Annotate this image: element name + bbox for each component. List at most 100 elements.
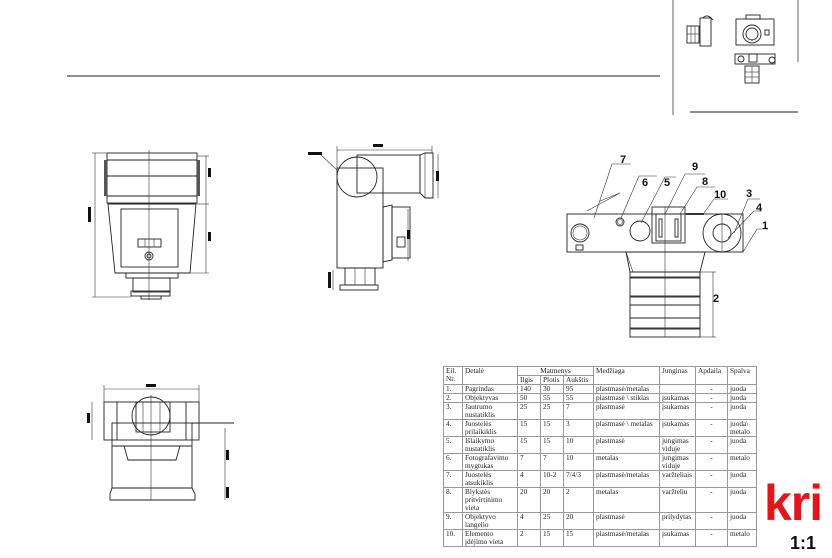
- callout-7: 7: [620, 154, 626, 166]
- cell-joint: jungimas viduje: [659, 453, 696, 471]
- dimension-label: [226, 487, 229, 498]
- cell-joint: prilydytas: [659, 512, 696, 530]
- header-color: Spalva: [727, 366, 757, 385]
- cell-part: Juostelės prilaikiklis: [462, 419, 518, 437]
- dimension-label: [407, 230, 410, 239]
- cell-nr: 3.: [443, 402, 463, 420]
- cell-nr: 10.: [443, 529, 463, 547]
- cell-joint: įsukamas: [659, 419, 696, 437]
- cell-material: plastmasė: [593, 402, 660, 420]
- cell-part: Elemento įdėjimo vieta: [462, 529, 518, 547]
- dimension-label: [436, 171, 439, 181]
- cell-w: 7: [540, 453, 564, 471]
- cell-h: 15: [563, 529, 594, 547]
- callout-2: 2: [713, 293, 719, 305]
- cell-l: 4: [517, 512, 541, 530]
- cell-color: metalo: [727, 453, 757, 471]
- cell-finish: -: [695, 529, 728, 547]
- cell-material: plastmasė \ metalas: [593, 419, 660, 437]
- cell-nr: 4.: [443, 419, 463, 437]
- cell-finish: -: [695, 470, 728, 488]
- cell-h: 10: [563, 436, 594, 454]
- header-finish: Apdaila: [695, 366, 728, 385]
- cell-color: juoda: [727, 487, 757, 513]
- cell-h: 3: [563, 419, 594, 437]
- cell-nr: 6.: [443, 453, 463, 471]
- cell-l: 2: [517, 529, 541, 547]
- annotated-view: 1 2 3 4 5 6 7 8 9 10: [566, 154, 768, 338]
- callout-9: 9: [692, 161, 698, 173]
- dimension-label: [328, 272, 331, 288]
- parts-table: Eil. Nr. Detalė Matmenys Medžiaga Jungin…: [443, 366, 757, 547]
- cell-part: Išlaikymo nustatiklis: [462, 436, 518, 454]
- cell-finish: -: [695, 419, 728, 437]
- frame-lines: [67, 0, 799, 115]
- cell-color: juoda: [727, 470, 757, 488]
- camera-thumbnail-side-icon: [686, 15, 714, 47]
- dimension-label: [308, 152, 322, 155]
- camera-thumbnail-front-icon: [735, 14, 775, 46]
- cell-finish: -: [695, 402, 728, 420]
- cell-w: 25: [540, 402, 564, 420]
- header-nr: Eil. Nr.: [443, 366, 463, 385]
- cell-l: 15: [517, 419, 541, 437]
- callout-4: 4: [756, 202, 763, 214]
- cell-h: 7: [563, 402, 594, 420]
- dimension-label: [88, 207, 91, 222]
- callout-6: 6: [642, 177, 648, 189]
- cell-part: Fotografavimo mygtukas: [462, 453, 518, 471]
- cell-finish: -: [695, 436, 728, 454]
- cell-material: plastmasė: [593, 436, 660, 454]
- dimension-label: [208, 232, 211, 241]
- cell-material: plastmasė/metalas: [593, 529, 660, 547]
- cell-l: 7: [517, 453, 541, 471]
- cell-w: 15: [540, 419, 564, 437]
- cell-color: metalo: [727, 529, 757, 547]
- cell-joint: varžteliais: [659, 470, 696, 488]
- drawing-scale: 1:1: [790, 533, 817, 553]
- cell-finish: -: [695, 453, 728, 471]
- cell-l: 25: [517, 402, 541, 420]
- cell-material: plastmasė/metalas: [593, 470, 660, 488]
- cell-finish: -: [695, 512, 728, 530]
- callout-1: 1: [762, 220, 768, 232]
- cell-finish: -: [695, 487, 728, 513]
- cell-l: 4: [517, 470, 541, 488]
- cell-h: 10: [563, 453, 594, 471]
- camera-thumbnail-top-icon: [734, 53, 776, 84]
- cell-material: metalas: [593, 487, 660, 513]
- header-joint: Junginas: [659, 366, 696, 385]
- cell-color: juoda: [727, 512, 757, 530]
- cell-material: plastmasė: [593, 512, 660, 530]
- cell-color: juoda\ metalo: [727, 419, 757, 437]
- cell-part: Jautrumo nustatiklis: [462, 402, 518, 420]
- top-view: [87, 384, 234, 501]
- cell-w: 20: [540, 487, 564, 513]
- dimension-label: [226, 450, 229, 460]
- dimension-label: [87, 413, 90, 423]
- dimension-label: [146, 384, 156, 387]
- callout-10: 10: [714, 189, 726, 201]
- cell-part: Objektyvo langelio: [462, 512, 518, 530]
- dimension-label: [208, 168, 211, 177]
- header-material: Medžiaga: [593, 366, 660, 385]
- cell-part: Blykstės pritvirtinimo vieta: [462, 487, 518, 513]
- cell-w: 15: [540, 529, 564, 547]
- cell-h: 2: [563, 487, 594, 513]
- callout-5: 5: [664, 177, 670, 189]
- cell-w: 25: [540, 512, 564, 530]
- cell-nr: 5.: [443, 436, 463, 454]
- cell-w: 15: [540, 436, 564, 454]
- cell-l: 15: [517, 436, 541, 454]
- side-view: [308, 144, 439, 291]
- cell-joint: jungimas viduje: [659, 436, 696, 454]
